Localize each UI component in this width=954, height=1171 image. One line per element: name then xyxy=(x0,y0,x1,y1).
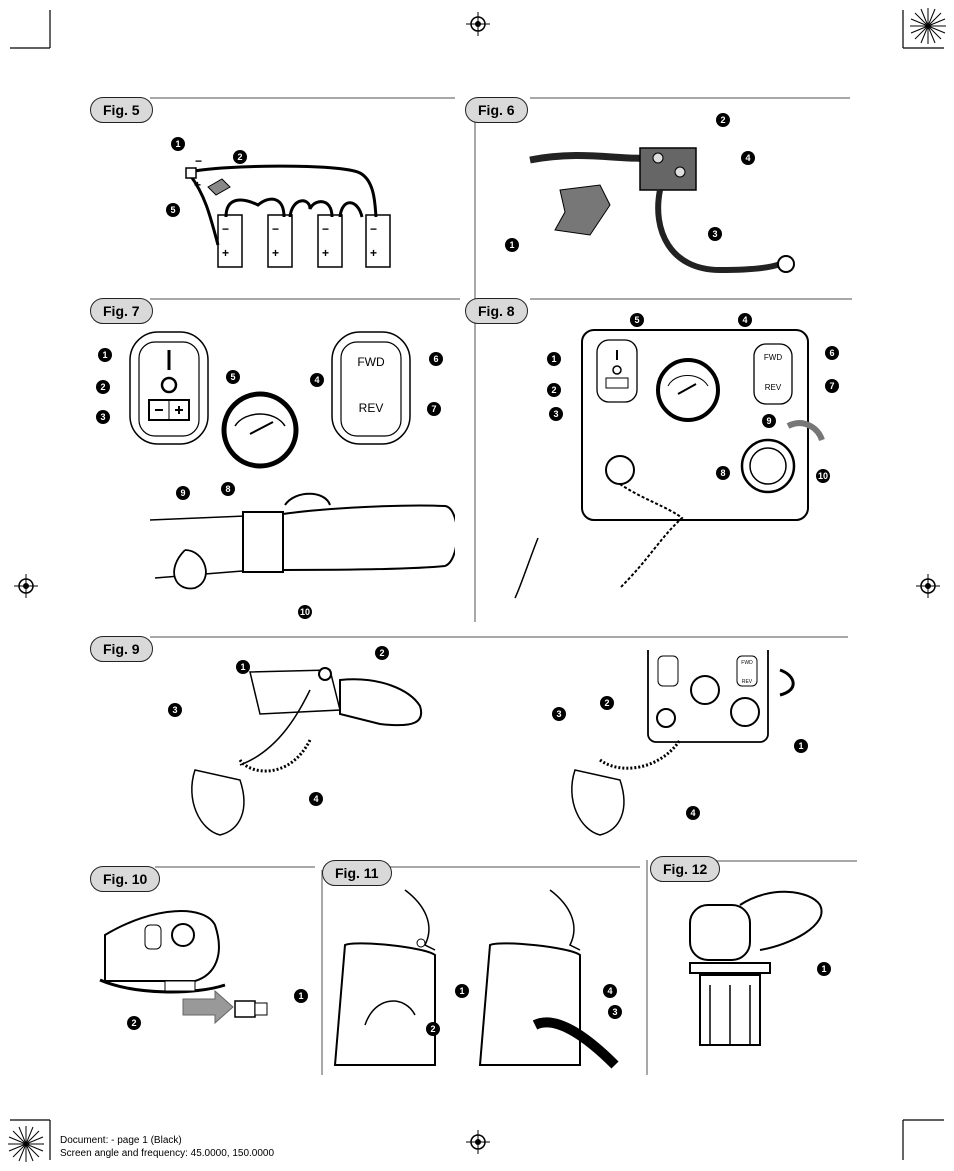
fig10-connector-diagram xyxy=(99,910,268,1025)
section-rule xyxy=(150,97,455,99)
fig8-callout-9: 9 xyxy=(762,414,776,428)
section-rule xyxy=(646,860,648,1075)
section-rule xyxy=(474,120,476,300)
polarity-plus-label: + xyxy=(322,246,329,260)
fig6-callout-2: 2 xyxy=(716,113,730,127)
fig8-callout-7: 7 xyxy=(825,379,839,393)
fig8-callout-10: 10 xyxy=(816,469,830,483)
fig11-callout-4: 4 xyxy=(603,984,617,998)
polarity-minus-label: − xyxy=(222,222,229,236)
fig9-lanyard-diagram: FWD REV xyxy=(191,650,795,836)
fig12-label: Fig. 12 xyxy=(650,856,721,882)
registration-target-icon xyxy=(916,574,940,598)
fig6-callout-4: 4 xyxy=(741,151,755,165)
fig8-callout-4: 4 xyxy=(738,313,752,327)
fig9-callout-2: 2 xyxy=(375,646,389,660)
polarity-minus-label: − xyxy=(272,222,279,236)
fig7-callout-3: 3 xyxy=(96,410,110,424)
fig12-motor-diagram xyxy=(689,890,823,1046)
polarity-plus-label: + xyxy=(272,246,279,260)
fig10-callout-1: 1 xyxy=(294,989,308,1003)
fig7-callout-6: 6 xyxy=(429,352,443,366)
fig7-callout-2: 2 xyxy=(96,380,110,394)
fig7-callout-5: 5 xyxy=(226,370,240,384)
polarity-minus-label: − xyxy=(322,222,329,236)
starburst-icon xyxy=(8,1126,44,1162)
footer-line-1: Document: - page 1 (Black) xyxy=(60,1135,182,1146)
registration-target-icon xyxy=(14,574,38,598)
polarity-minus-label: − xyxy=(195,154,202,168)
fig8-callout-6: 6 xyxy=(825,346,839,360)
section-rule xyxy=(530,97,850,99)
section-rule xyxy=(715,860,857,862)
section-rule xyxy=(390,866,640,868)
fig7-label: Fig. 7 xyxy=(90,298,153,324)
fig8-panel-diagram: FWD REV xyxy=(514,329,825,599)
section-rule xyxy=(474,322,476,622)
fig8-label: Fig. 8 xyxy=(465,298,528,324)
document-footer: Document: - page 1 (Black) Screen angle … xyxy=(60,1134,274,1160)
fwd-label: FWD xyxy=(357,355,385,369)
fig7-callout-4: 4 xyxy=(310,373,324,387)
fig9-callout-1b: 1 xyxy=(794,739,808,753)
fig6-callout-3: 3 xyxy=(708,227,722,241)
fig10-callout-2: 2 xyxy=(127,1016,141,1030)
fig6-label: Fig. 6 xyxy=(465,97,528,123)
fig11-transom-diagram xyxy=(333,889,619,1069)
fig9-label: Fig. 9 xyxy=(90,636,153,662)
fig8-callout-5: 5 xyxy=(630,313,644,327)
fig5-callout-2: 2 xyxy=(233,150,247,164)
fig5-battery-diagram: − + − + − + − + − + xyxy=(185,154,391,268)
fig7-callout-7: 7 xyxy=(427,402,441,416)
fig7-callout-8: 8 xyxy=(221,482,235,496)
polarity-minus-label: − xyxy=(370,222,377,236)
fig11-callout-2: 2 xyxy=(426,1022,440,1036)
fig8-callout-3: 3 xyxy=(549,407,563,421)
section-rule xyxy=(530,298,852,300)
fig5-label: Fig. 5 xyxy=(90,97,153,123)
section-rule xyxy=(150,298,460,300)
fig5-callout-1: 1 xyxy=(171,137,185,151)
polarity-plus-label: + xyxy=(194,178,201,192)
fig8-callout-1: 1 xyxy=(547,352,561,366)
fig7-controls-diagram: FWD REV xyxy=(129,331,455,590)
fig9-callout-4b: 4 xyxy=(686,806,700,820)
polarity-plus-label: + xyxy=(222,246,229,260)
registration-target-icon xyxy=(466,1130,490,1154)
fig11-callout-3: 3 xyxy=(608,1005,622,1019)
fig9-callout-4: 4 xyxy=(309,792,323,806)
fig9-callout-1: 1 xyxy=(236,660,250,674)
starburst-icon xyxy=(910,8,946,44)
fig5-callout-5: 5 xyxy=(166,203,180,217)
section-rule xyxy=(155,866,315,868)
fwd-label: FWD xyxy=(741,660,753,666)
footer-line-2: Screen angle and frequency: 45.0000, 150… xyxy=(60,1148,275,1159)
section-rule xyxy=(150,636,848,638)
fig7-callout-9: 9 xyxy=(176,486,190,500)
registration-target-icon xyxy=(466,12,490,36)
fig6-cable-diagram xyxy=(529,147,795,274)
fig6-callout-1: 1 xyxy=(505,238,519,252)
fig11-callout-1: 1 xyxy=(455,984,469,998)
fig12-callout-1: 1 xyxy=(817,962,831,976)
rev-label: REV xyxy=(359,401,384,415)
fig10-label: Fig. 10 xyxy=(90,866,161,892)
fig9-callout-3b: 3 xyxy=(552,707,566,721)
fig9-callout-2b: 2 xyxy=(600,696,614,710)
rev-label: REV xyxy=(765,383,782,392)
fig7-callout-1: 1 xyxy=(98,348,112,362)
fig8-callout-8: 8 xyxy=(716,466,730,480)
fig9-callout-3: 3 xyxy=(168,703,182,717)
fig11-label: Fig. 11 xyxy=(322,860,392,886)
fwd-label: FWD xyxy=(764,353,782,362)
fig8-callout-2: 2 xyxy=(547,383,561,397)
section-rule xyxy=(321,870,323,1075)
polarity-plus-label: + xyxy=(370,246,377,260)
fig7-callout-10: 10 xyxy=(298,605,312,619)
rev-label: REV xyxy=(742,679,753,685)
